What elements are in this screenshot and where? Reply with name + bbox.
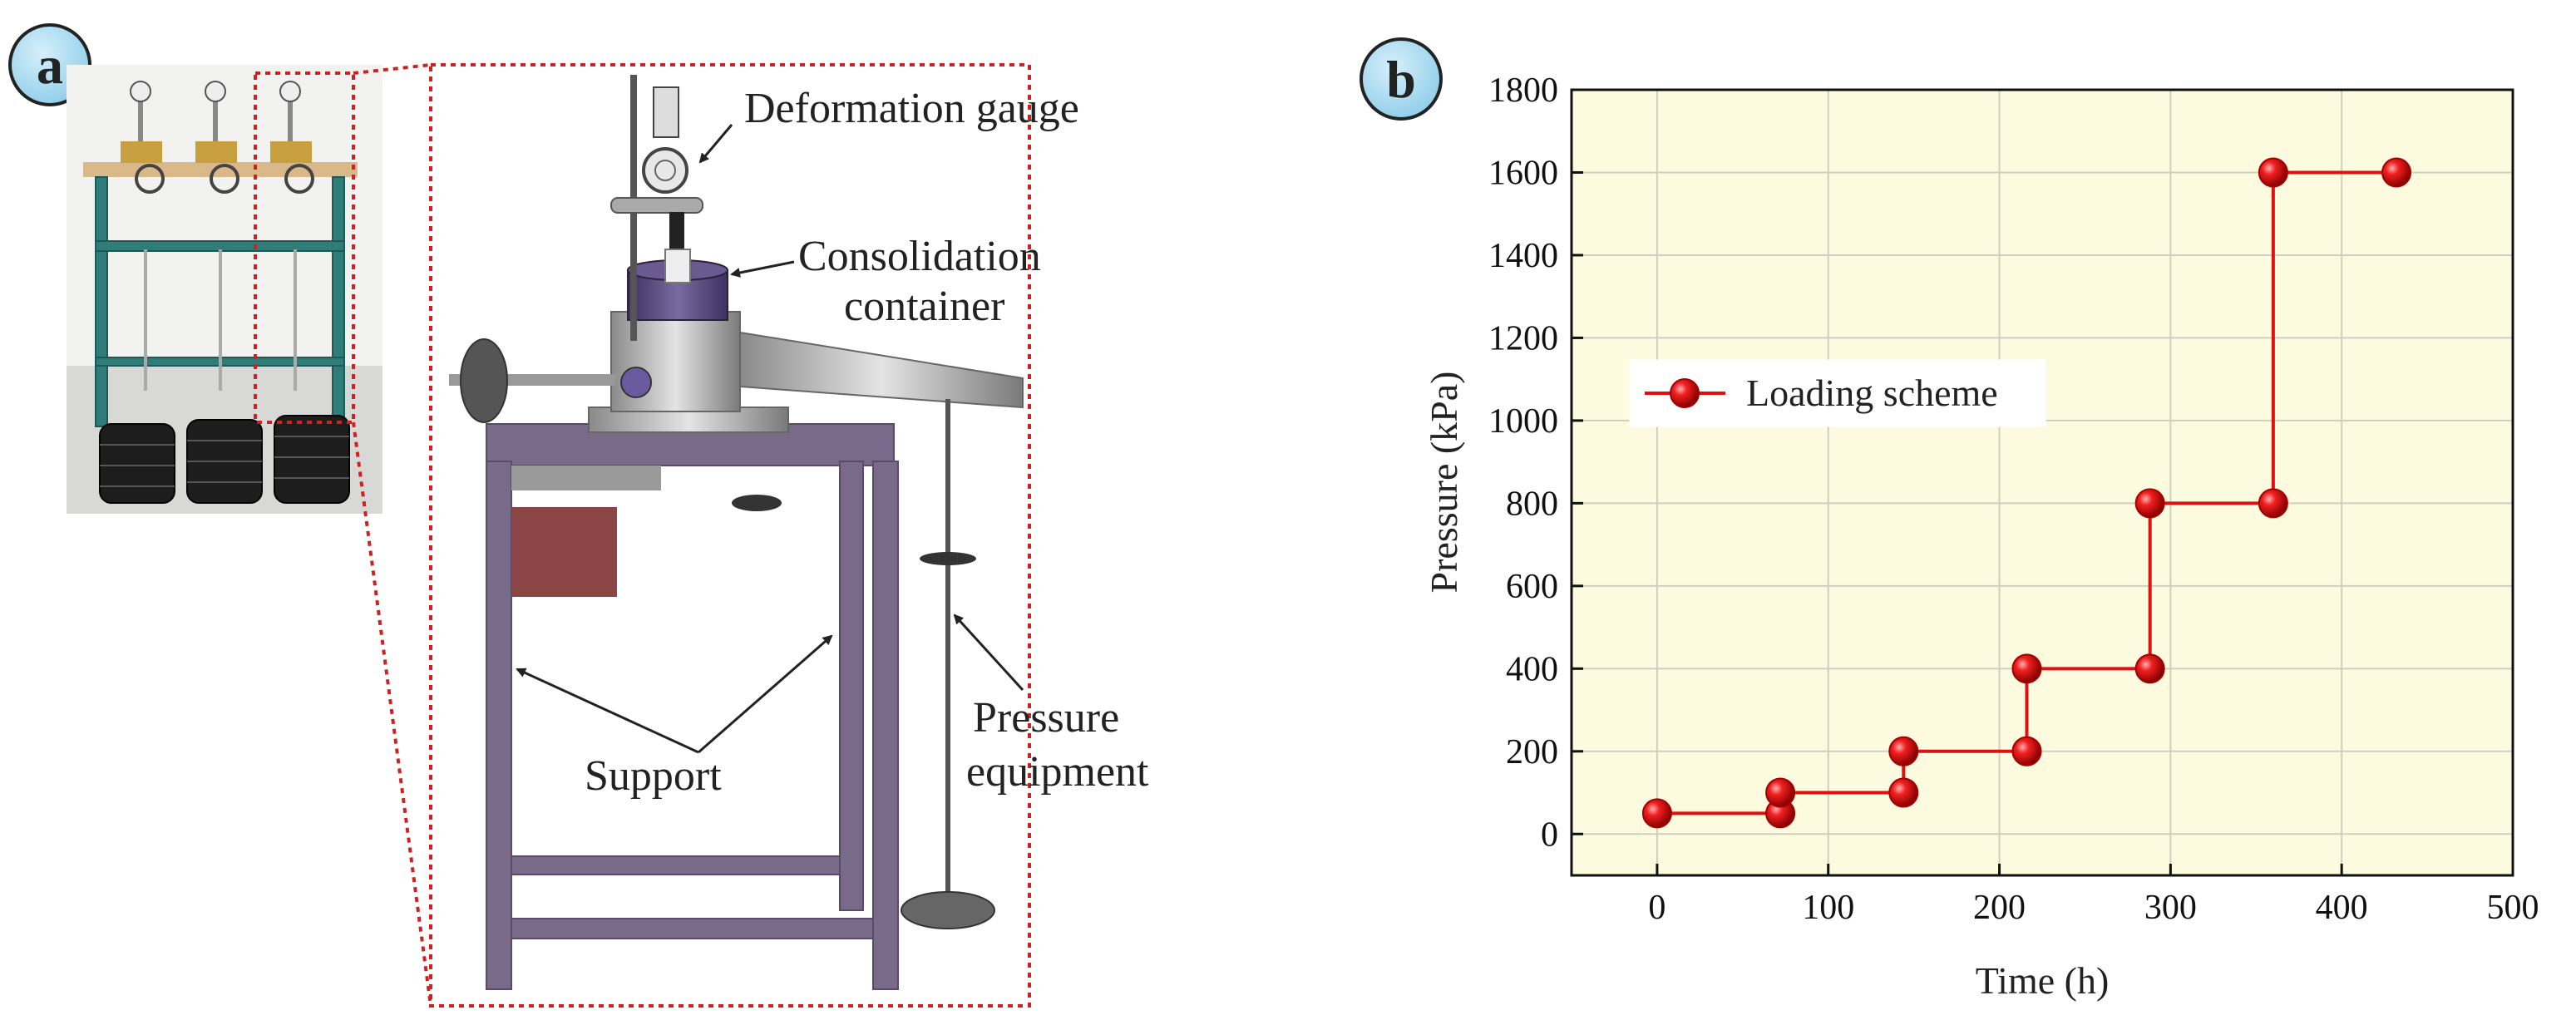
consolidation-apparatus-drawing (449, 75, 1024, 990)
x-tick-label: 200 (1973, 889, 2026, 927)
deformation-gauge-shape (642, 147, 688, 194)
y-tick-label: 400 (1506, 650, 1558, 688)
label-consolidation-line1: Consolidation (798, 233, 1041, 280)
data-point (2258, 157, 2288, 188)
panel-b-letter: b (1386, 50, 1416, 109)
y-tick-label: 1200 (1488, 319, 1558, 357)
label-pressure-line2: equipment (966, 748, 1149, 796)
legend-marker (1670, 378, 1700, 408)
y-tick-label: 0 (1541, 816, 1558, 854)
panel-a-letter: a (37, 36, 63, 95)
series-layer (1641, 157, 2412, 829)
panel-a-labels: Deformation gauge Consolidation containe… (585, 85, 1149, 800)
legend-label: Loading scheme (1746, 372, 1998, 414)
x-tick-label: 0 (1648, 889, 1666, 927)
y-tick-label: 1000 (1488, 402, 1558, 441)
x-tick-label: 300 (2144, 889, 2197, 927)
data-point (1888, 777, 1919, 808)
ticks: 0 100 200 300 400 500 0 200 400 600 800 1000 1200 140… (1488, 71, 2539, 927)
plot-border (1570, 88, 2514, 877)
data-point (2258, 488, 2288, 519)
arrow-pressure-equipment (953, 613, 1024, 692)
arrow-support-right (698, 634, 833, 754)
label-pressure-line1: Pressure (973, 694, 1119, 742)
panel-b: b 0 100 200 300 400 500 0 200 400 600 800 1000 1200 1… (1360, 37, 2539, 1002)
panel-a: a (8, 23, 1149, 1008)
y-tick-label: 600 (1506, 568, 1558, 606)
drawer-box (511, 507, 617, 597)
arrow-support-left (516, 668, 699, 754)
annotation-arrows (516, 124, 1024, 754)
legend: Loading scheme (1629, 359, 2046, 427)
data-point (2011, 653, 2042, 684)
x-tick-label: 500 (2487, 889, 2539, 927)
y-tick-label: 1800 (1488, 71, 1558, 110)
data-point (2134, 488, 2165, 519)
x-tick-label: 100 (1802, 889, 1854, 927)
plot-area (1570, 88, 2514, 877)
y-tick-label: 1400 (1488, 237, 1558, 275)
data-point (2134, 653, 2165, 684)
label-consolidation-line2: container (844, 283, 1004, 330)
data-point (1641, 798, 1672, 829)
x-axis-title: Time (h) (1976, 959, 2110, 1002)
arrow-consolidation-container (730, 260, 795, 278)
data-point (1888, 736, 1919, 766)
data-point (2381, 157, 2412, 188)
x-tick-label: 400 (2316, 889, 2368, 927)
y-tick-label: 200 (1506, 733, 1558, 771)
callout-frame (254, 63, 1031, 1008)
label-support: Support (585, 752, 722, 800)
pressure-time-chart: 0 100 200 300 400 500 0 200 400 600 800 1000 1200 140… (1423, 71, 2539, 1002)
y-axis-title: Pressure (kPa) (1423, 372, 1465, 594)
data-point (1765, 777, 1796, 808)
panel-b-badge: b (1360, 37, 1443, 121)
y-tick-label: 1600 (1488, 154, 1558, 192)
y-tick-label: 800 (1506, 485, 1558, 523)
label-deformation-gauge: Deformation gauge (744, 85, 1079, 132)
apparatus-photo (67, 65, 382, 514)
arrow-deformation-gauge (698, 124, 733, 164)
data-point (2011, 736, 2042, 766)
